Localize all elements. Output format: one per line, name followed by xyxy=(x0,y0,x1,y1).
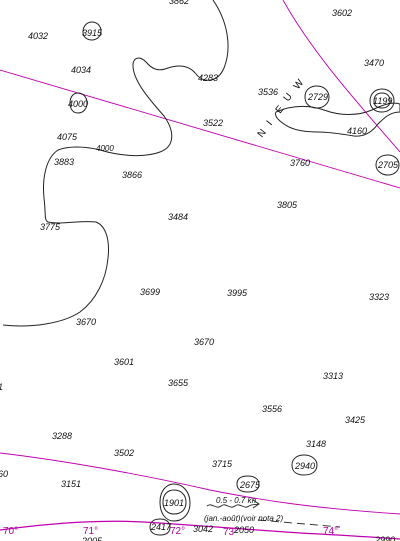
contour-4000-ring xyxy=(69,92,88,114)
depth-sounding: 2050 xyxy=(233,525,254,535)
depth-sounding: 2990 xyxy=(374,535,395,541)
current-note: 0.5 - 0.7 kn (jan.-août)(voir nota 2) xyxy=(204,496,283,523)
depth-sounding: 3670 xyxy=(76,317,96,327)
depth-sounding: 3699 xyxy=(140,287,160,297)
contour-1901-inner xyxy=(162,489,187,515)
meridian-label: 72° xyxy=(170,526,185,537)
contour-2940-ring xyxy=(291,454,318,476)
place-name-nieuw: N I E U W xyxy=(256,77,307,140)
depth-sounding: 2729 xyxy=(307,92,328,102)
current-speed-label: 0.5 - 0.7 kn xyxy=(216,496,257,505)
depth-sounding: 3760 xyxy=(290,158,310,168)
depth-sounding: 1199 xyxy=(373,96,392,106)
depth-sounding: 2675 xyxy=(239,480,261,490)
depth-sounding: 2940 xyxy=(294,461,315,471)
depth-sounding: 3323 xyxy=(369,292,389,302)
depth-sounding: 2005 xyxy=(81,536,103,541)
depth-sounding: 4160 xyxy=(347,126,367,136)
depth-sounding: 2705 xyxy=(377,160,399,170)
depth-sounding: 2417 xyxy=(150,522,172,532)
contour-4000 xyxy=(2,0,229,327)
boundary-line xyxy=(0,69,400,189)
depth-sounding: 3862 xyxy=(169,0,189,6)
depth-sounding: 1901 xyxy=(164,498,184,508)
curved-boundary-line xyxy=(282,0,400,153)
current-period-label: (jan.-août)(voir nota 2) xyxy=(204,514,283,523)
meridian-label: 70° xyxy=(3,526,18,537)
current-arrow-shaft xyxy=(206,503,259,508)
depth-sounding: 3502 xyxy=(114,448,134,458)
depth-sounding: 3602 xyxy=(332,8,352,18)
meridian-label: 74° xyxy=(323,526,338,537)
depth-sounding: 3715 xyxy=(212,459,233,469)
depth-sounding: 3601 xyxy=(114,357,134,367)
depth-sounding: 3536 xyxy=(258,87,278,97)
depth-sounding: 3775 xyxy=(40,222,61,232)
contour-1901-outer xyxy=(159,483,191,522)
depth-sounding: 3805 xyxy=(277,200,298,210)
depth-sounding: 3670 xyxy=(194,337,214,347)
depth-sounding: 3522 xyxy=(203,118,223,128)
current-arrow xyxy=(206,499,341,528)
depth-sounding: 1 xyxy=(0,382,3,392)
contour-2675-ring xyxy=(236,475,260,493)
depth-sounding: 3915 xyxy=(82,28,103,38)
depth-sounding: 3470 xyxy=(364,58,384,68)
depth-sounding: 3556 xyxy=(262,404,282,414)
latitude-scale-line xyxy=(0,520,400,540)
contour-1199-ring xyxy=(369,88,395,113)
depth-sounding: 4000 xyxy=(68,99,88,109)
depth-sounding: 3883 xyxy=(54,157,74,167)
place-letter: I xyxy=(265,118,276,128)
current-arrow-head xyxy=(252,499,260,509)
meridian-label: 71° xyxy=(83,526,98,537)
depth-sounding: 3148 xyxy=(306,439,326,449)
depth-sounding: 4075 xyxy=(57,132,78,142)
contour-label: 4000 xyxy=(96,144,114,153)
depth-sounding: 3995 xyxy=(227,288,248,298)
meridian-label: 73° xyxy=(223,527,238,538)
depth-sounding: 4283 xyxy=(198,73,218,83)
depth-sounding: 3313 xyxy=(323,371,343,381)
contour-1199-inner-ring xyxy=(373,92,391,109)
depth-sounding: 3042 xyxy=(193,524,213,534)
contour-4160-spur xyxy=(275,102,400,137)
depth-sounding: 3288 xyxy=(52,431,72,441)
bottom-limit-line xyxy=(0,452,400,515)
contour-3915-ring xyxy=(82,21,102,41)
contour-2417-ring xyxy=(149,518,171,536)
contour-2705-ring xyxy=(375,154,400,176)
depth-sounding: 60 xyxy=(0,469,8,479)
contour-2729-ring xyxy=(304,85,330,109)
depth-sounding: 3484 xyxy=(168,212,188,222)
depth-sounding: 3425 xyxy=(345,415,366,425)
current-limit-line xyxy=(257,519,341,528)
depth-sounding: 3655 xyxy=(168,378,189,388)
depth-sounding: 4034 xyxy=(71,65,91,75)
depth-sounding: 4032 xyxy=(28,31,48,41)
meridian-labels: 70° 71° 72° 73° 74° xyxy=(3,526,338,538)
depth-sounding: 3151 xyxy=(61,479,81,489)
depth-sounding: 3866 xyxy=(122,170,142,180)
